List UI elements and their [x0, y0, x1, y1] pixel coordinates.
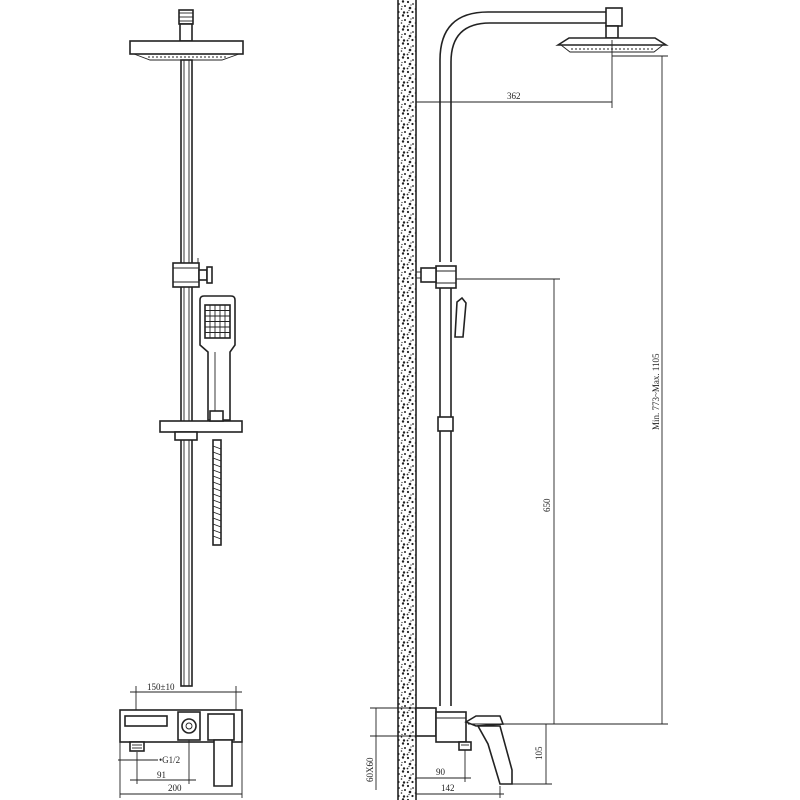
dim-mixer-width: 200	[119, 742, 243, 798]
mixer-body	[119, 709, 243, 787]
hand-shower	[199, 295, 236, 421]
wall-section	[398, 0, 416, 800]
dim-pipe-offset: 90	[416, 750, 471, 782]
dim-slider-height: 650	[456, 278, 560, 724]
dim-mixer-depth: 142	[416, 783, 504, 798]
hand-shower-side	[454, 296, 467, 338]
dim-rail-centers: 150±10	[130, 682, 242, 710]
dim-slider-height-label: 650	[542, 498, 552, 512]
dim-arm-reach: 362	[416, 40, 613, 108]
dim-mixer-width-label: 200	[168, 783, 182, 793]
dim-spout-height-label: 105	[534, 746, 544, 760]
dim-pipe-offset-label: 90	[436, 767, 446, 777]
overhead-shower-head	[129, 40, 244, 61]
dim-thread: •G1/2	[118, 755, 180, 765]
dim-bracket-size-label: 60X60	[365, 757, 375, 782]
dim-bracket-size: 60X60	[365, 707, 418, 790]
mixer-side	[415, 707, 513, 785]
shower-arm	[439, 7, 623, 262]
dim-outlet-offset-label: 91	[157, 770, 166, 780]
dim-thread-label: •G1/2	[159, 755, 180, 765]
dim-rail-centers-label: 150±10	[147, 682, 175, 692]
dim-arm-reach-label: 362	[507, 91, 521, 101]
shower-hose	[212, 439, 222, 546]
dim-height-range: Min. 773~Max. 1105	[612, 55, 668, 724]
vertical-rail	[180, 59, 193, 687]
side-view: 362 650 Mi	[365, 0, 669, 800]
front-view: 150±10 •G1/2 91	[118, 9, 244, 798]
diverter-clamp-side	[416, 265, 457, 289]
slider-holder	[159, 410, 243, 441]
dim-spout-height: 105	[508, 724, 552, 785]
dim-height-range-label: Min. 773~Max. 1105	[651, 353, 661, 430]
lower-rail-side	[437, 288, 454, 706]
dim-outlet-offset: 91	[130, 740, 196, 784]
diverter-clamp	[172, 258, 213, 288]
dim-mixer-depth-label: 142	[441, 783, 455, 793]
